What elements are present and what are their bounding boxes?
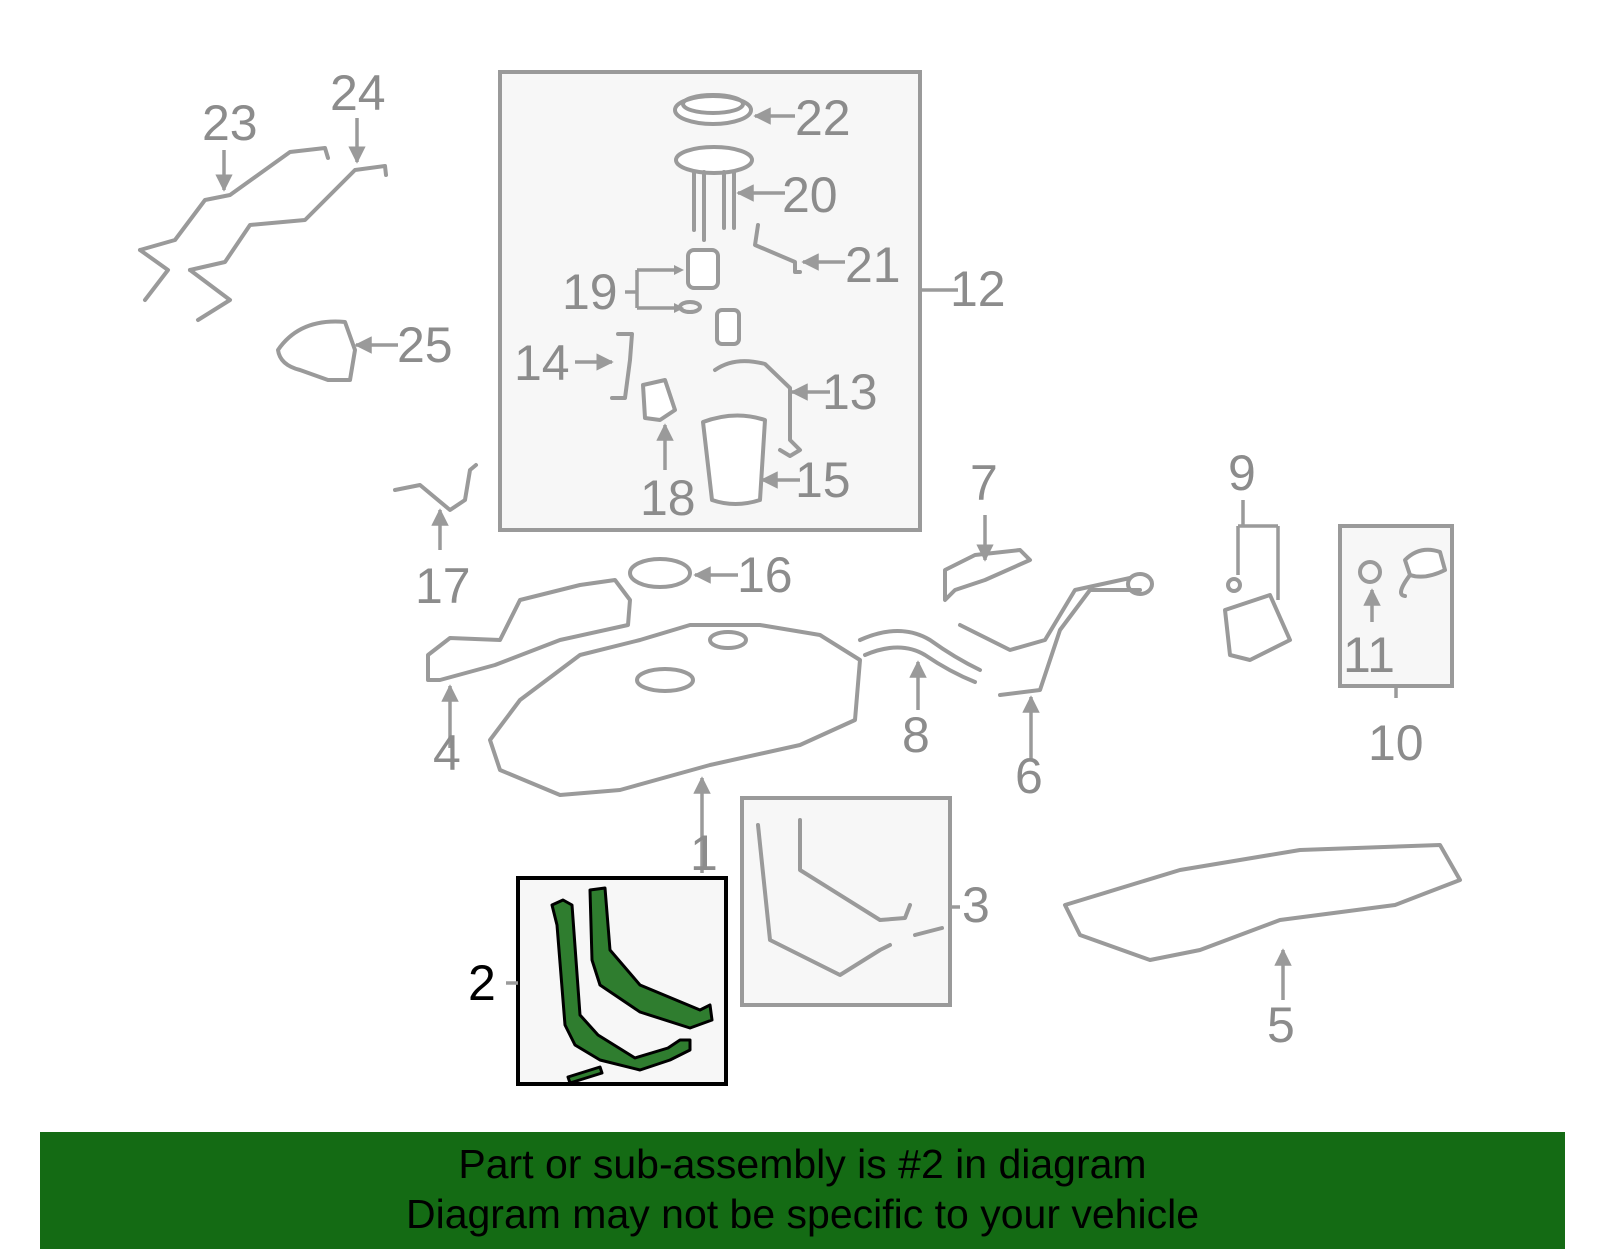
banner-line-part: Part or sub-assembly is #2 in diagram (458, 1141, 1147, 1187)
assembly-box-3 (740, 796, 952, 1007)
part-10-fuel-cap[interactable] (1399, 547, 1447, 598)
part-24-fuel-line[interactable] (188, 164, 388, 322)
callout-3: 3 (962, 877, 990, 933)
part-11-grommet[interactable] (1358, 560, 1382, 584)
part-21-clip[interactable] (753, 223, 802, 274)
part-14-sensor-wire[interactable] (610, 332, 634, 400)
callout-23: 23 (202, 95, 258, 151)
callout-1: 1 (690, 825, 718, 881)
info-banner: Part or sub-assembly is #2 in diagram Di… (40, 1132, 1565, 1249)
part-18-filter[interactable] (641, 378, 677, 422)
part-7-protector[interactable] (943, 548, 1032, 602)
callout-21: 21 (845, 237, 901, 293)
part-15-sub-tank[interactable] (701, 413, 767, 506)
callout-17: 17 (415, 558, 471, 614)
banner-line-disclaimer: Diagram may not be specific to your vehi… (405, 1191, 1199, 1237)
part-13-fuel-gauge[interactable] (713, 359, 802, 458)
callout-5: 5 (1267, 997, 1295, 1053)
callout-24: 24 (330, 65, 386, 121)
callout-8: 8 (902, 707, 930, 763)
part-5-skid-plate[interactable] (1063, 843, 1462, 962)
callout-2: 2 (468, 955, 496, 1011)
part-8-hose[interactable] (858, 629, 982, 684)
part-19-fuel-pump[interactable] (678, 248, 720, 314)
callout-15: 15 (795, 452, 851, 508)
part-17-sender[interactable] (393, 463, 478, 512)
callout-10: 10 (1368, 715, 1424, 771)
part-23-fuel-line[interactable] (138, 146, 330, 302)
callout-19: 19 (562, 264, 618, 320)
callout-20: 20 (782, 167, 838, 223)
callout-16: 16 (737, 547, 793, 603)
callout-11: 11 (1343, 627, 1395, 683)
part-3-straps[interactable] (756, 818, 944, 977)
callout-12: 12 (950, 261, 1006, 317)
callout-6: 6 (1015, 748, 1043, 804)
part-2-fuel-tank-straps[interactable] (550, 886, 714, 1085)
callout-22: 22 (795, 90, 851, 146)
part-fuel-filter[interactable] (715, 308, 741, 346)
part-16-gasket[interactable] (628, 557, 692, 589)
callout-14: 14 (514, 335, 570, 391)
part-9-filler-door[interactable] (1223, 577, 1292, 662)
callout-25: 25 (397, 317, 453, 373)
part-20-pump-bracket[interactable] (674, 145, 754, 242)
leader-lines (215, 107, 1398, 1000)
callout-13: 13 (822, 364, 878, 420)
callout-18: 18 (640, 470, 696, 526)
callout-7: 7 (970, 455, 998, 511)
part-22-lock-ring[interactable] (673, 93, 753, 126)
part-25-heat-shield[interactable] (276, 319, 357, 382)
part-6-filler-pipe[interactable] (958, 572, 1154, 697)
part-1-fuel-tank[interactable] (488, 623, 862, 797)
callout-9: 9 (1228, 445, 1256, 501)
callout-4: 4 (433, 725, 461, 781)
part-4-protector[interactable] (426, 578, 632, 682)
